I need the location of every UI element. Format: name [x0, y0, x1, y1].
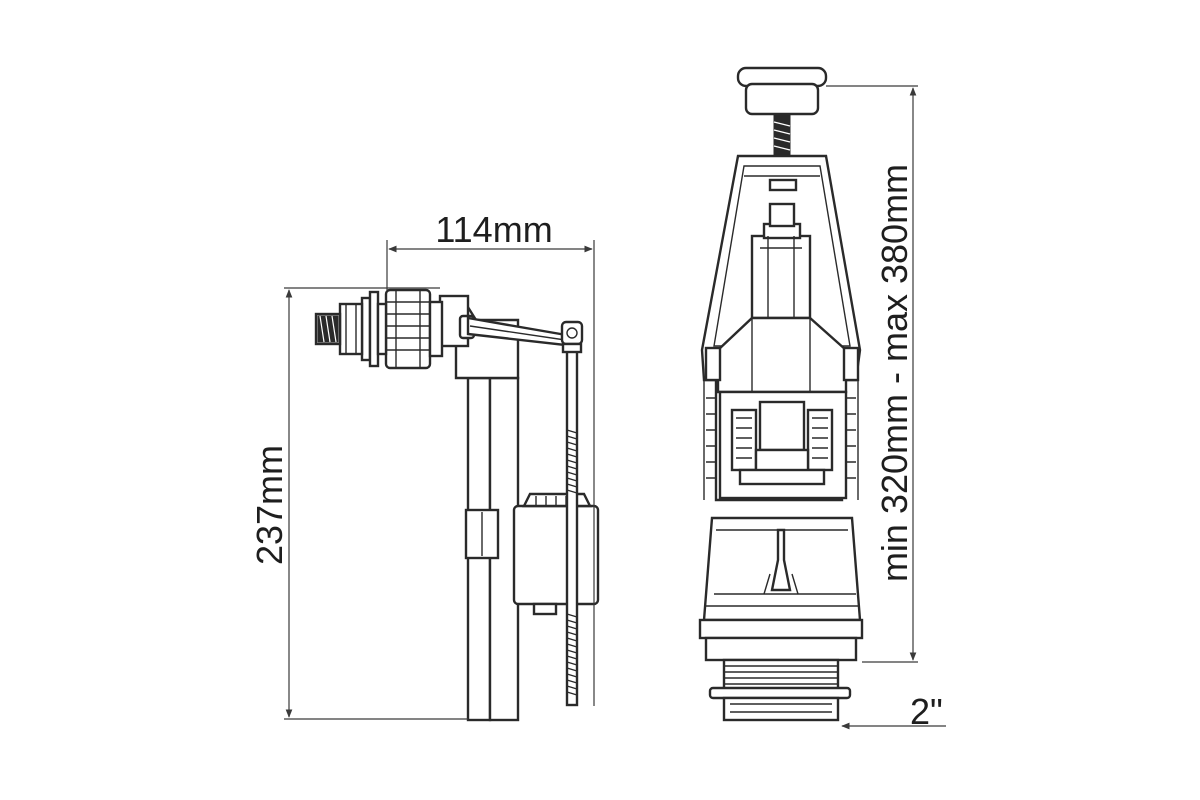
dimension-237mm [284, 287, 468, 720]
float-rod [565, 338, 579, 707]
fill-valve [314, 288, 600, 722]
flush-base [698, 516, 864, 662]
float-cup [512, 492, 600, 616]
dimension-114mm [386, 240, 595, 706]
push-button [736, 66, 828, 159]
inlet-thread [314, 312, 342, 346]
label-flush-height: min 320mm - max 380mm [874, 163, 915, 583]
label-thread: 2" [910, 691, 943, 732]
dimension-flush-height [826, 85, 918, 663]
flush-cage [700, 154, 862, 502]
label-237mm: 237mm [249, 444, 290, 566]
inlet-nut [384, 288, 444, 370]
valve-head [438, 294, 584, 380]
flush-valve [698, 66, 864, 722]
flush-thread [708, 658, 852, 722]
label-114mm: 114mm [435, 209, 553, 250]
inlet-washers [338, 290, 388, 368]
